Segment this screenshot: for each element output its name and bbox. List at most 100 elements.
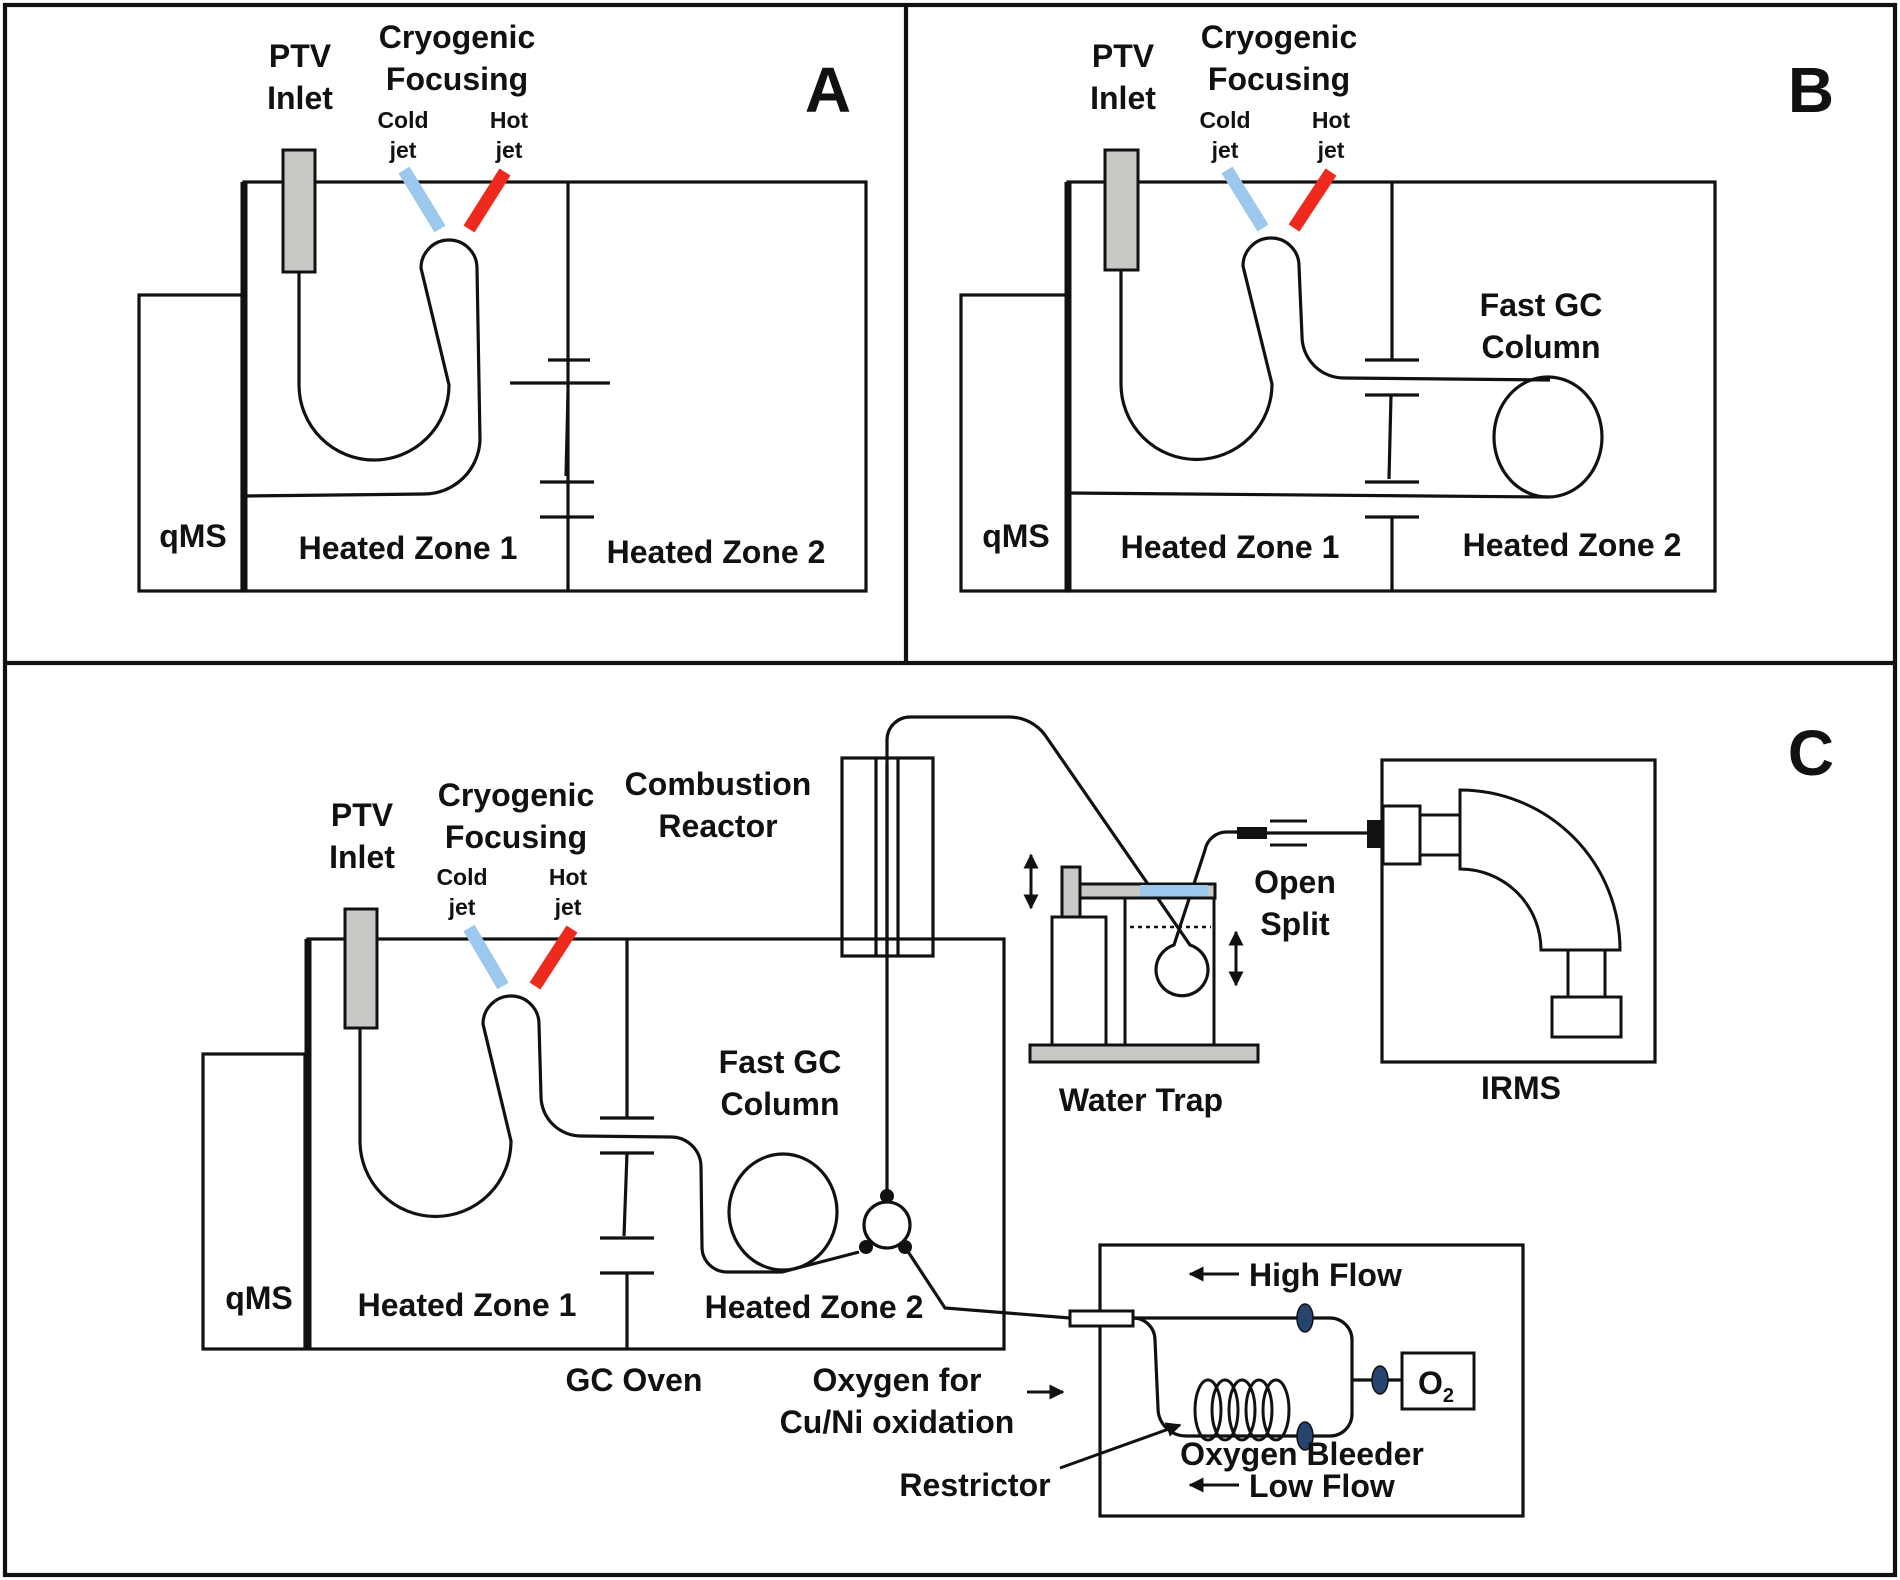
qms-label: qMS <box>982 518 1050 554</box>
cold-jet <box>398 166 446 233</box>
ptv-inlet-label: Inlet <box>267 80 333 116</box>
panel-c-letter: C <box>1788 717 1834 789</box>
fast-gc-label: Fast GC <box>719 1044 842 1080</box>
water-trap-post <box>1050 915 1108 1047</box>
panel-b-letter: B <box>1788 54 1834 126</box>
cold-jet-label: Cold <box>436 864 487 890</box>
zone1-label: Heated Zone 1 <box>358 1287 577 1323</box>
fast-gc-label: Column <box>720 1086 839 1122</box>
water-trap-base <box>1028 1043 1260 1064</box>
open-split-label: Open <box>1254 864 1336 900</box>
cold-jet <box>1221 166 1269 232</box>
zone2-label: Heated Zone 2 <box>705 1289 924 1325</box>
ptv-inlet-label: PTV <box>331 797 394 833</box>
low-flow-label: Low Flow <box>1249 1468 1395 1504</box>
column-loop <box>1119 236 1551 462</box>
panel-b: B qMS PTV Inlet Cryogenic Focusing Cold … <box>959 19 1834 593</box>
bleeder-high-flow-line <box>1133 1316 1354 1380</box>
fast-gc-column-coil <box>727 1152 839 1272</box>
gc-oven-box <box>306 937 1006 1351</box>
high-flow-label: High Flow <box>1249 1257 1402 1293</box>
cryo-label: Cryogenic <box>379 19 535 55</box>
bleeder-tee <box>1068 1309 1135 1328</box>
irms-flight-tube <box>1418 813 1462 857</box>
hot-jet <box>1288 168 1337 232</box>
o2-cylinder <box>1400 1351 1476 1411</box>
irms-box <box>1380 758 1657 1064</box>
hot-jet <box>529 925 578 990</box>
low-flow-valve <box>1296 1421 1314 1451</box>
zone1-label: Heated Zone 1 <box>299 530 518 566</box>
hot-jet <box>463 168 511 233</box>
cryo-label: Focusing <box>1208 61 1350 97</box>
connector-line <box>564 392 570 477</box>
panel-c: C qMS Combustion Reactor <box>201 715 1834 1518</box>
ptv-inlet <box>281 148 317 274</box>
o2-label: O2 <box>1418 1365 1454 1407</box>
cryo-label: Focusing <box>386 61 528 97</box>
cold-jet-label: jet <box>1211 137 1239 163</box>
panel-a-letter: A <box>805 54 851 126</box>
cold-jet-label: Cold <box>1199 107 1250 133</box>
restrictor-label: Restrictor <box>899 1467 1050 1503</box>
bleeder-low-flow-line <box>1132 1316 1354 1438</box>
oxygen-for-label: Oxygen for <box>813 1362 982 1398</box>
combustion-reactor-label: Reactor <box>658 808 777 844</box>
tee-node <box>859 1240 873 1254</box>
ptv-inlet-label: PTV <box>1092 38 1155 74</box>
irms-magnet <box>1458 788 1622 952</box>
zone2-label: Heated Zone 2 <box>1463 527 1682 563</box>
qms-label: qMS <box>225 1280 293 1316</box>
oxygen-bleeder-box <box>1098 1243 1525 1518</box>
o2-valve <box>1371 1365 1389 1395</box>
transfer-line <box>885 715 1237 998</box>
hot-jet-label: Hot <box>1312 107 1351 133</box>
water-trap-label: Water Trap <box>1059 1082 1223 1118</box>
cold-jet-label: Cold <box>377 107 428 133</box>
fast-gc-label: Fast GC <box>1480 287 1603 323</box>
open-split-sleeve <box>1237 827 1267 839</box>
zone2-label: Heated Zone 2 <box>607 534 826 570</box>
water-trap-clamp <box>1060 865 1082 919</box>
zone1-label: Heated Zone 1 <box>1121 529 1340 565</box>
restrictor-pointer <box>1059 1422 1182 1470</box>
hot-jet-label: Hot <box>490 107 529 133</box>
column-loop <box>243 238 482 498</box>
ptv-inlet-label: Inlet <box>1090 80 1156 116</box>
oxygen-for-label: Cu/Ni oxidation <box>780 1404 1015 1440</box>
water-trap-cold-zone <box>1140 885 1208 897</box>
cold-jet <box>463 924 509 990</box>
fast-gc-label: Column <box>1481 329 1600 365</box>
ptv-inlet <box>343 907 379 1030</box>
oven-box <box>242 180 868 593</box>
fast-gc-column-coil <box>1492 375 1604 499</box>
qms-label: qMS <box>159 518 227 554</box>
hot-jet-label: Hot <box>549 864 588 890</box>
irms-collector <box>1550 995 1623 1039</box>
hot-jet-label: jet <box>1317 137 1345 163</box>
bleeder-feed-line <box>903 1246 1071 1320</box>
hot-jet-label: jet <box>495 137 523 163</box>
restrictor-coil <box>1193 1378 1291 1442</box>
ptv-inlet-label: Inlet <box>329 839 395 875</box>
irms-label: IRMS <box>1481 1070 1561 1106</box>
irms-collector-neck <box>1566 948 1607 999</box>
oxygen-bleeder-label: Oxygen Bleeder <box>1180 1436 1424 1472</box>
cold-jet-label: jet <box>389 137 417 163</box>
water-trap-vessel <box>1123 896 1216 1047</box>
ptv-inlet <box>1103 148 1140 272</box>
cryo-label: Cryogenic <box>1201 19 1357 55</box>
irms-inlet-block <box>1367 820 1383 848</box>
cryo-label: Focusing <box>445 819 587 855</box>
column-loop <box>358 994 860 1274</box>
irms-source <box>1381 804 1422 866</box>
cryo-label: Cryogenic <box>438 777 594 813</box>
open-split-label: Split <box>1260 906 1330 942</box>
combustion-reactor-label: Combustion <box>625 766 812 802</box>
ptv-inlet-label: PTV <box>269 38 332 74</box>
connector-line <box>1387 394 1393 480</box>
gc-oven-label: GC Oven <box>566 1362 703 1398</box>
column-return <box>1067 491 1549 499</box>
